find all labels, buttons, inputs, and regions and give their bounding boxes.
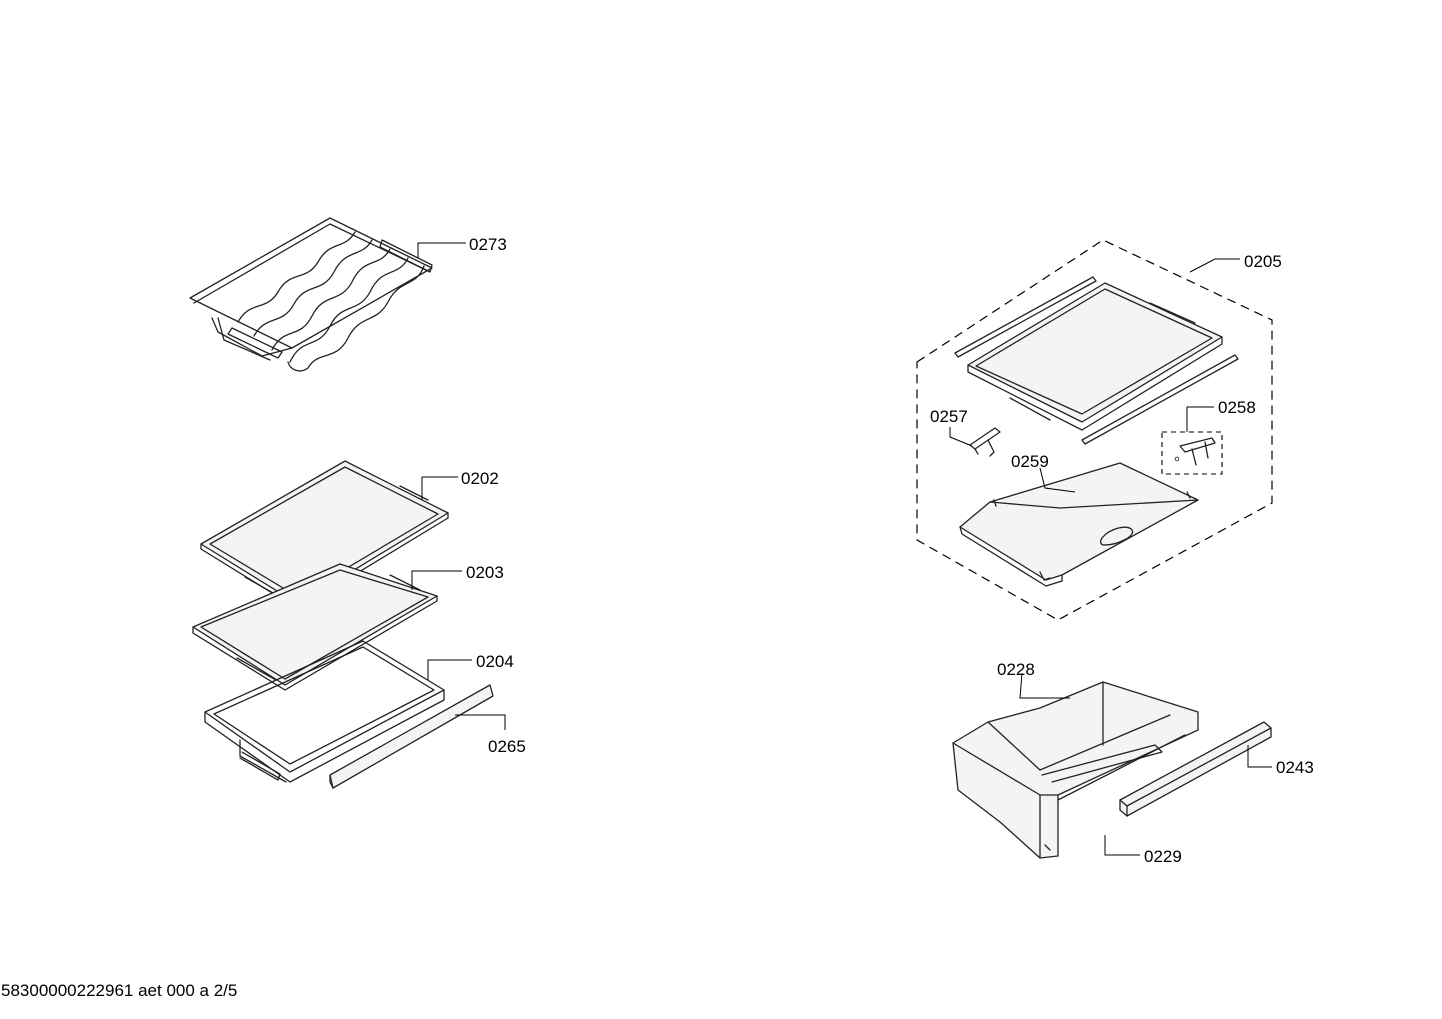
label-0202: 0202 — [461, 469, 499, 488]
part-0205-assembly-boundary — [916, 239, 1273, 621]
part-0204-shelf-frame — [204, 640, 445, 783]
document-footer-code: 58300000222961 aet 000 a 2/5 — [1, 981, 238, 1000]
label-0229: 0229 — [1144, 847, 1182, 866]
label-0228: 0228 — [997, 660, 1035, 679]
label-0243: 0243 — [1276, 758, 1314, 777]
part-0205-rail-left — [954, 276, 1097, 358]
part-0202-glass-shelf — [200, 460, 449, 610]
label-0265: 0265 — [488, 737, 526, 756]
part-0205-rail-right — [1081, 354, 1239, 445]
label-0273: 0273 — [469, 235, 507, 254]
part-0265-trim-strip — [329, 684, 494, 789]
label-0205: 0205 — [1244, 252, 1282, 271]
part-0203-glass-shelf — [192, 563, 438, 691]
label-0259: 0259 — [1011, 452, 1049, 471]
part-0243-rail — [1119, 721, 1272, 817]
part-0257-clip — [969, 427, 1001, 457]
part-0228-crisper-drawer — [952, 681, 1199, 859]
part-0205-glass-shelf — [967, 282, 1223, 431]
label-0203: 0203 — [466, 563, 504, 582]
label-0258: 0258 — [1218, 398, 1256, 417]
label-0257: 0257 — [930, 407, 968, 426]
part-0258-pin — [1161, 431, 1223, 475]
part-0273-wine-rack — [189, 217, 433, 372]
part-0259-cover — [959, 462, 1199, 587]
label-0204: 0204 — [476, 652, 514, 671]
